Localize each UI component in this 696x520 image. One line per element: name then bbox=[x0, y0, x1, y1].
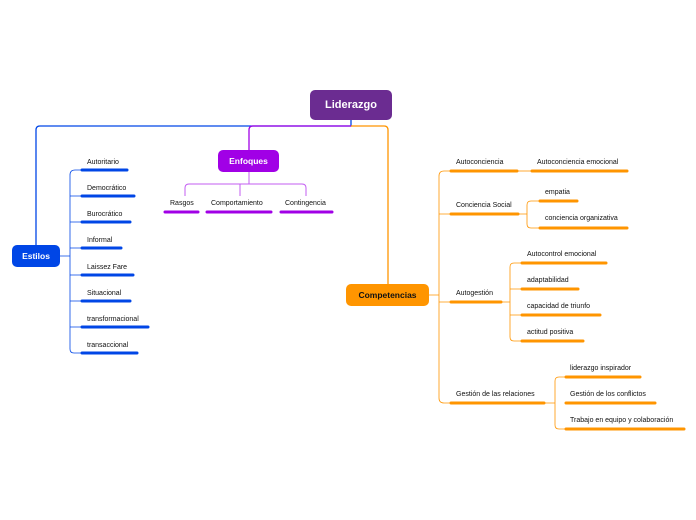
topic-autoconciencia-emocional[interactable]: Autoconciencia emocional bbox=[537, 159, 619, 166]
topic-contingencia[interactable]: Contingencia bbox=[285, 200, 326, 207]
topic-empatia[interactable]: empatia bbox=[545, 189, 570, 196]
topic-adaptabilidad[interactable]: adaptabilidad bbox=[527, 277, 569, 284]
topic-gestion-relaciones[interactable]: Gestión de las relaciones bbox=[456, 391, 535, 398]
topic-transaccional[interactable]: transaccional bbox=[87, 342, 129, 349]
connector-enfoques-children bbox=[184, 172, 307, 196]
connector-gestion-relaciones-children bbox=[544, 376, 566, 430]
topic-democratico[interactable]: Democrático bbox=[87, 185, 127, 192]
enfoques-node[interactable]: Enfoques bbox=[218, 150, 279, 172]
connector-conciencia-social-children bbox=[518, 200, 540, 229]
topic-comportamiento[interactable]: Comportamiento bbox=[211, 200, 263, 207]
topic-conciencia-social[interactable]: Conciencia Social bbox=[456, 202, 512, 209]
root-node[interactable]: Liderazgo bbox=[310, 90, 392, 120]
connector-competencias-groups bbox=[429, 170, 451, 404]
topic-burocratico[interactable]: Burocrático bbox=[87, 211, 123, 218]
connector-estilos-children bbox=[60, 169, 82, 354]
topic-capacidad-de-triunfo[interactable]: capacidad de triunfo bbox=[527, 303, 591, 310]
topic-actitud-positiva[interactable]: actitud positiva bbox=[527, 329, 574, 336]
topic-situacional[interactable]: Situacional bbox=[87, 290, 122, 297]
topic-conciencia-organizativa[interactable]: conciencia organizativa bbox=[545, 215, 618, 222]
topic-autogestion[interactable]: Autogestión bbox=[456, 290, 493, 297]
topic-liderazgo-inspirador[interactable]: liderazgo inspirador bbox=[570, 365, 632, 372]
connector-root-competencias bbox=[351, 125, 389, 284]
topic-informal[interactable]: Informal bbox=[87, 237, 113, 244]
connector-root-estilos bbox=[35, 120, 352, 246]
connector-autogestion-children bbox=[501, 262, 522, 342]
topic-autoritario[interactable]: Autoritario bbox=[87, 159, 119, 166]
connector-root-enfoques bbox=[248, 125, 351, 150]
competencias-node[interactable]: Competencias bbox=[346, 284, 429, 306]
topic-laissez-fare[interactable]: Laissez Fare bbox=[87, 264, 128, 271]
topic-trabajo-equipo[interactable]: Trabajo en equipo y colaboración bbox=[570, 417, 674, 424]
estilos-node[interactable]: Estilos bbox=[12, 245, 60, 267]
topic-autoconciencia[interactable]: Autoconciencia bbox=[456, 159, 504, 166]
topic-autocontrol-emocional[interactable]: Autocontrol emocional bbox=[527, 251, 597, 258]
topic-transformacional[interactable]: transformacional bbox=[87, 316, 139, 323]
topic-rasgos[interactable]: Rasgos bbox=[170, 200, 194, 207]
topic-gestion-conflictos[interactable]: Gestión de los conflictos bbox=[570, 391, 646, 398]
